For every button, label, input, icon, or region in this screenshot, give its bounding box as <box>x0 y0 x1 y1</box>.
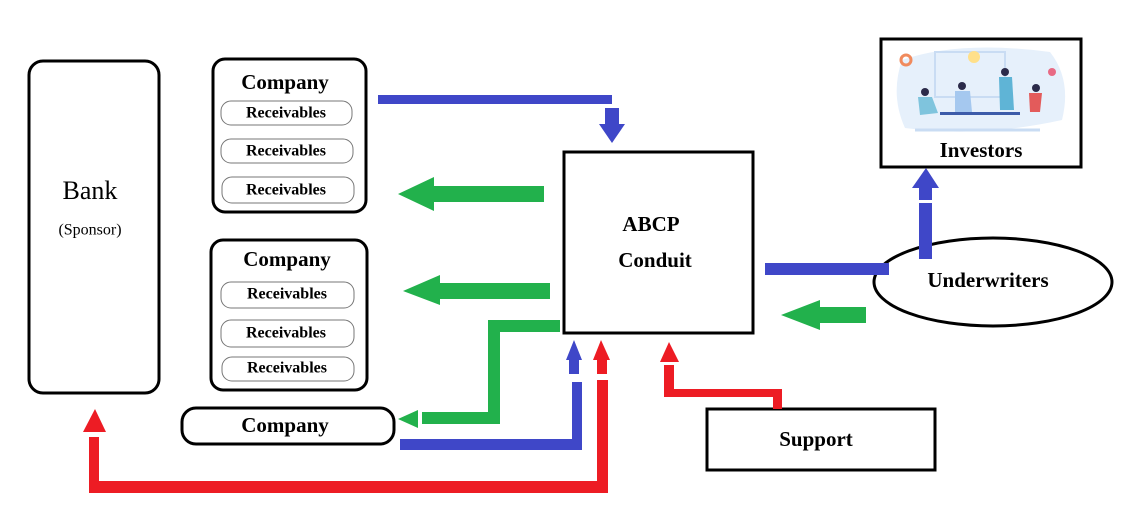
arrow-up-icon <box>83 409 106 432</box>
receivables-label: Receivables <box>246 143 326 160</box>
company3-to-conduit-line <box>400 382 582 450</box>
arrow-up-icon <box>660 342 679 362</box>
support-node: Support <box>705 407 937 472</box>
conduit-to-company3-line <box>422 320 560 424</box>
bank-title: Bank <box>63 176 118 205</box>
arrow-left-icon <box>398 410 418 428</box>
company-to-conduit-line <box>378 95 612 104</box>
underwriters-title: Underwriters <box>927 268 1048 292</box>
support-to-conduit-line <box>664 365 782 409</box>
team-meeting-illustration <box>896 47 1066 132</box>
conduit-to-bank-line <box>89 380 608 493</box>
receivables-label: Receivables <box>246 105 326 122</box>
investors-title: Investors <box>940 138 1023 162</box>
underwriters-to-investors-line <box>919 203 932 259</box>
company-node-3: Company <box>180 406 396 446</box>
arrow-left-icon <box>781 300 866 330</box>
support-title: Support <box>779 427 853 451</box>
conduit-line2: Conduit <box>618 248 692 272</box>
investors-node: Investors <box>879 37 1083 169</box>
blue-flows <box>378 95 939 450</box>
company-title: Company <box>241 70 329 94</box>
arrow-down-icon <box>599 124 625 143</box>
company-title: Company <box>241 413 329 437</box>
bank-subtitle: (Sponsor) <box>58 222 121 239</box>
arrow-left-icon <box>398 177 544 211</box>
arrow-shaft <box>919 186 932 200</box>
conduit-line1: ABCP <box>622 212 679 236</box>
receivables-label: Receivables <box>247 360 327 377</box>
company-node-2: Company Receivables Receivables Receivab… <box>209 238 369 392</box>
arrow-shaft <box>569 358 579 374</box>
company-title: Company <box>243 247 331 271</box>
arrow-shaft <box>605 108 619 124</box>
conduit-to-underwriters-line <box>765 263 889 275</box>
arrow-up-icon <box>912 168 939 188</box>
arrow-shaft <box>597 358 607 374</box>
underwriters-node: Underwriters <box>872 236 1114 328</box>
receivables-label: Receivables <box>246 182 326 199</box>
arrow-left-icon <box>403 275 550 305</box>
arrow-up-icon <box>566 340 582 360</box>
receivables-label: Receivables <box>246 325 326 342</box>
green-flows <box>398 177 866 428</box>
abcp-conduit-node: ABCP Conduit <box>562 150 755 335</box>
bank-node: Bank (Sponsor) <box>27 59 161 395</box>
receivables-label: Receivables <box>247 286 327 303</box>
arrow-up-icon <box>593 340 610 360</box>
red-flows <box>83 340 782 493</box>
company-node-1: Company Receivables Receivables Receivab… <box>211 57 368 214</box>
